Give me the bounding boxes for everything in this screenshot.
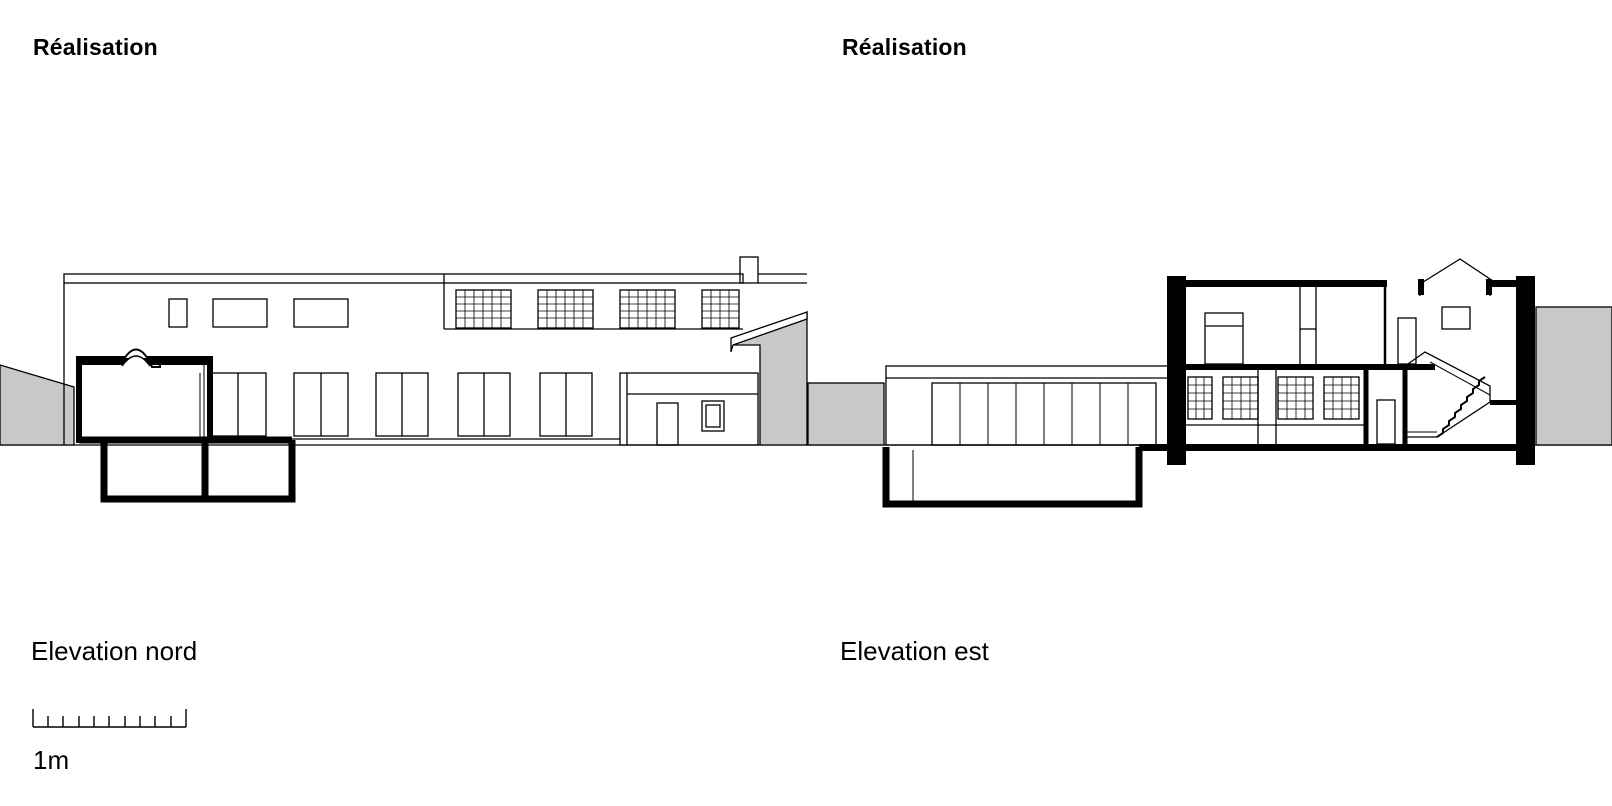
north-neighbour-left: [0, 364, 75, 446]
north-basement: [79, 436, 296, 503]
caption-elevation-north: Elevation nord: [31, 636, 198, 666]
north-neighbour-coping: [730, 311, 808, 353]
north-roof-band: [63, 273, 744, 284]
east-ground-door: [1376, 399, 1396, 445]
panel-heading-north: Réalisation: [33, 34, 158, 60]
north-grid-mullions: [456, 290, 739, 328]
north-ground-openings: [209, 372, 593, 437]
north-grid-windows: [455, 289, 740, 329]
north-annex: [619, 372, 759, 446]
east-floor-slab: [1186, 364, 1435, 370]
north-annex-door: [656, 402, 679, 446]
east-dormer-window: [1441, 306, 1471, 330]
east-neighbour-left: [807, 382, 885, 446]
north-window-1: [212, 298, 268, 328]
east-roof-slab: [1186, 280, 1387, 287]
east-dormer: [1419, 258, 1491, 287]
north-pavilion: [76, 356, 213, 443]
east-upper-door: [1397, 317, 1417, 365]
panel-heading-east: Réalisation: [842, 34, 967, 60]
north-window-2: [293, 298, 349, 328]
east-basement: [882, 447, 1143, 508]
east-wall-right: [1516, 276, 1535, 465]
scale-bar-label: 1m: [33, 745, 70, 775]
north-annex-window: [701, 400, 725, 432]
north-elevation: [0, 256, 808, 503]
north-chimney: [739, 256, 759, 284]
east-ground-slab: [1139, 444, 1535, 451]
east-neighbour-right: [1535, 306, 1612, 446]
east-wall-left: [1167, 276, 1186, 465]
north-window-small: [168, 298, 188, 328]
scale-bar: [32, 709, 187, 728]
east-elevation: [807, 258, 1612, 508]
caption-elevation-east: Elevation est: [840, 636, 989, 666]
east-upper-cabinet: [1204, 312, 1244, 365]
